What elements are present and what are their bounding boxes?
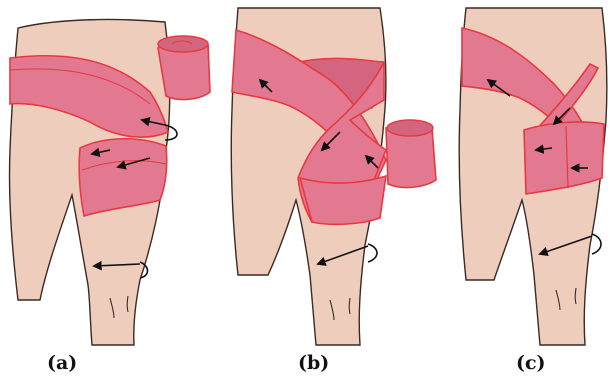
panel-a [9, 20, 210, 345]
panel-label-b: (b) [298, 352, 329, 374]
panel-c [459, 8, 607, 345]
panel-label-a: (a) [47, 352, 77, 374]
panel-label-c: (c) [516, 352, 546, 374]
panel-b [231, 8, 436, 345]
